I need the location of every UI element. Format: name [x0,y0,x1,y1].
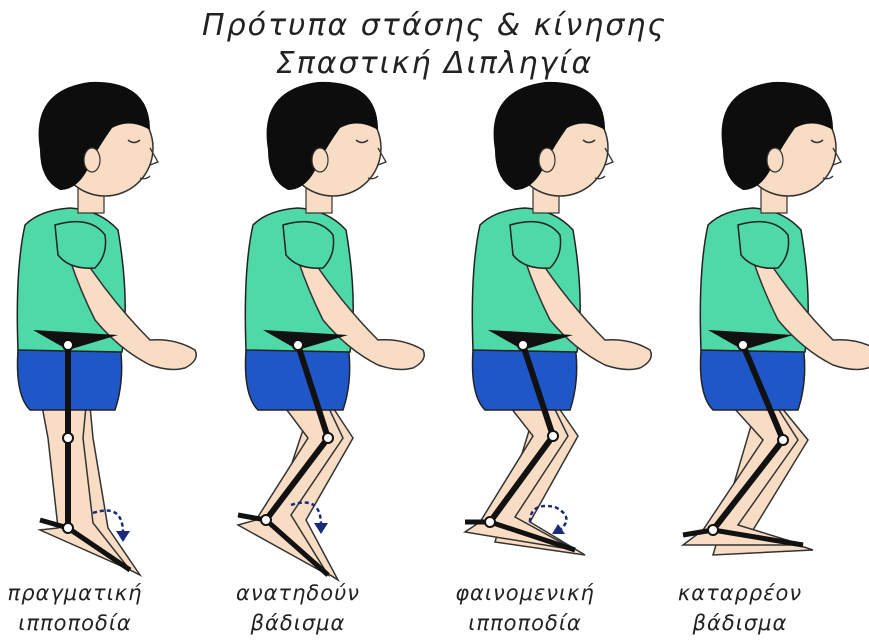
knee-joint [548,431,558,441]
knee-joint [323,433,333,443]
ankle-joint [261,515,271,525]
arrow-head [116,531,130,542]
ankle-joint [485,517,495,527]
ear [539,148,555,172]
ankle-joint [63,523,73,533]
figure-4 [683,82,869,555]
hip-joint [518,340,528,350]
figure-3 [465,82,651,555]
caption-line1: καταρρέον [640,578,840,608]
figure-1 [17,82,196,575]
caption-line1: φαινομενική [425,578,625,608]
hip-joint [63,340,73,350]
knee-joint [63,433,73,443]
caption-line2: βάδισμα [640,608,840,638]
hip-joint [738,340,748,350]
ear [84,148,100,172]
caption-line2: βάδισμα [198,608,398,638]
shorts [701,345,805,410]
ear [767,148,783,172]
caption-line1: πραγματική [0,578,175,608]
hip-joint [293,340,303,350]
caption-line2: ιπποποδία [425,608,625,638]
shorts [246,345,350,410]
knee-joint [778,435,788,445]
arrow-head [314,523,328,534]
caption-line1: ανατηδούν [198,578,398,608]
ear [312,148,328,172]
figure-2 [238,82,424,580]
ankle-joint [708,525,718,535]
caption-line2: ιπποποδία [0,608,175,638]
